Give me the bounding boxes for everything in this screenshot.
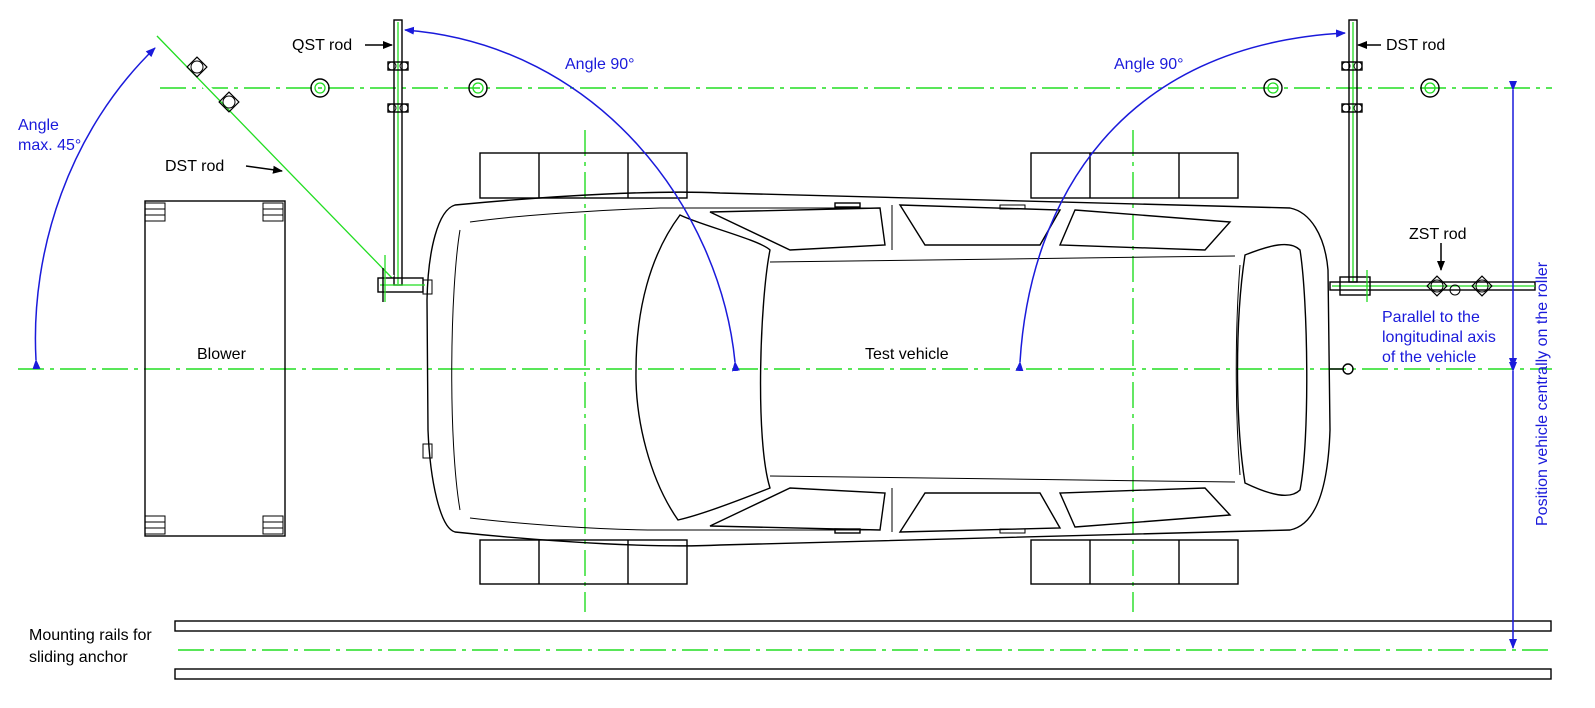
anchor-icon xyxy=(1420,78,1440,98)
center-lines xyxy=(18,87,1552,651)
parallel-note-line2: longitudinal axis xyxy=(1382,329,1496,346)
roller-front-top xyxy=(479,152,688,199)
angle-arcs xyxy=(32,26,1517,649)
zst-rod-label: ZST rod xyxy=(1409,226,1467,243)
angle-left-label-line1: Angle xyxy=(18,117,59,134)
mounting-rails-label-line2: sliding anchor xyxy=(29,649,128,666)
angle-90-right-label: Angle 90° xyxy=(1114,56,1184,73)
dst-rod-left-label: DST rod xyxy=(165,158,224,175)
test-vehicle-label: Test vehicle xyxy=(865,346,949,363)
blower-label: Blower xyxy=(197,346,247,363)
zst-rod xyxy=(1329,270,1536,302)
leader-arrows xyxy=(245,41,1445,271)
mounting-rails-label-line1: Mounting rails for xyxy=(29,627,152,644)
position-note: Position vehicle centrally on the roller xyxy=(1534,261,1551,526)
parallel-note-line1: Parallel to the xyxy=(1382,309,1480,326)
angle-90-left-label: Angle 90° xyxy=(565,56,635,73)
dst-rod-right xyxy=(1341,19,1363,283)
roller-front-bottom xyxy=(479,539,688,585)
qst-rod-label: QST rod xyxy=(292,37,352,54)
roller-rear-bottom xyxy=(1030,539,1239,585)
dst-rod-left xyxy=(154,33,395,281)
angle-left-label-line2: max. 45° xyxy=(18,137,81,154)
roller-rear-top xyxy=(1030,152,1239,199)
parallel-note-line3: of the vehicle xyxy=(1382,349,1476,366)
mounting-rails xyxy=(174,620,1552,680)
dst-rod-right-label: DST rod xyxy=(1386,37,1445,54)
qst-rod xyxy=(387,19,409,286)
anchor-icon xyxy=(310,78,330,98)
